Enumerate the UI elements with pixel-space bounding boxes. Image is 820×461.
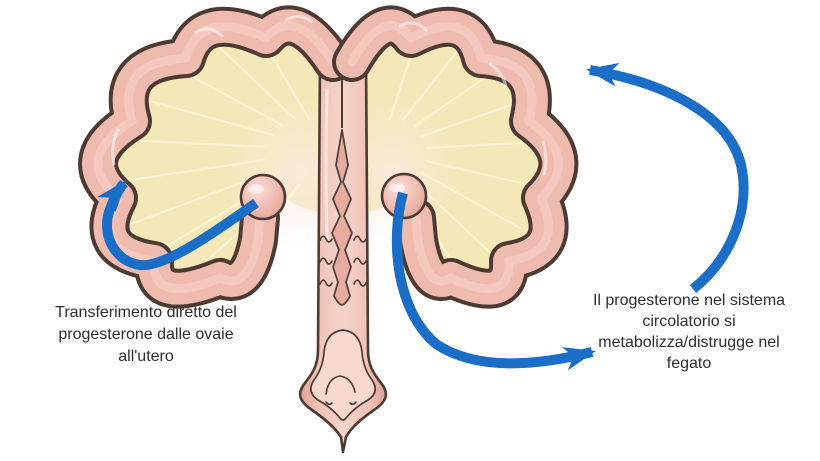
horn-highlight (111, 128, 120, 166)
arrow-ovary-to-circulation-icon (391, 191, 596, 371)
horn-highlight (398, 21, 428, 32)
ligament-ray (388, 44, 416, 121)
ligament-ray (420, 100, 522, 138)
vaginal-fold-tick (325, 401, 333, 406)
ligament-ray (124, 171, 269, 228)
ovary-right-highlight (389, 183, 405, 193)
label-direct-transfer-line: progesterone dalle ovaie (58, 326, 234, 343)
cervical-ring (319, 279, 333, 287)
tube-highlight (324, 88, 329, 242)
label-direct-transfer-line: all'utero (118, 348, 174, 365)
ligament-ray (174, 66, 284, 127)
cervix (319, 129, 367, 306)
uterine-horn-left-tube (82, 9, 349, 305)
cervical-ring (353, 279, 367, 287)
horn-highlight (284, 15, 314, 24)
arrow-ovary-to-uterus-icon (96, 179, 259, 271)
ligament-ray (401, 48, 460, 122)
ligament-ray (264, 44, 311, 121)
label-direct-transfer: Transferimento diretto del progesterone … (34, 302, 258, 368)
label-liver-metabolism-line: metabolizza/distrugge nel (598, 334, 780, 351)
ligament-ray (413, 68, 498, 128)
broad-ligament-left-membrane (111, 36, 323, 282)
vaginal-fold-arc (325, 375, 356, 395)
uterine-horn-right-sheen (347, 21, 563, 294)
ovary-left-highlight (248, 184, 264, 194)
uterine-horn-right (332, 5, 579, 309)
flow-arrows (96, 62, 749, 371)
uterine-horn-left-sheen (93, 21, 338, 294)
label-liver-metabolism-line: Il progesterone nel sistema (592, 292, 786, 309)
cervical-ring (353, 235, 367, 243)
label-direct-transfer-line: Transferimento diretto del (55, 304, 237, 321)
horn-highlight (488, 62, 508, 88)
ligament-ray (413, 180, 498, 260)
ligament-ray (114, 158, 266, 184)
uterine-horn-left (78, 5, 353, 309)
cervical-ring (319, 235, 333, 243)
label-liver-metabolism-line: circolatorio si (642, 313, 736, 330)
horn-highlight (541, 140, 548, 176)
cervical-ring (353, 257, 367, 265)
cervical-canal-spike (331, 129, 353, 306)
ligament-ray (424, 159, 536, 188)
arrow-circulation-to-horn-icon (586, 62, 749, 293)
label-liver-metabolism-line: fegato (666, 355, 712, 372)
horn-highlight (194, 27, 224, 38)
ligament-ray (144, 98, 275, 137)
vaginal-inner-contour (309, 329, 377, 421)
label-liver-metabolism: Il progesterone nel sistema circolatorio… (576, 290, 802, 374)
ligament-ray (216, 44, 297, 121)
uterine-horn-right-tube (336, 9, 575, 305)
ligament-ray (420, 171, 522, 230)
ligament-ray (122, 138, 269, 149)
ligament-ray (425, 140, 538, 150)
vaginal-fold-tick (349, 401, 357, 406)
cervical-ring (319, 257, 333, 265)
